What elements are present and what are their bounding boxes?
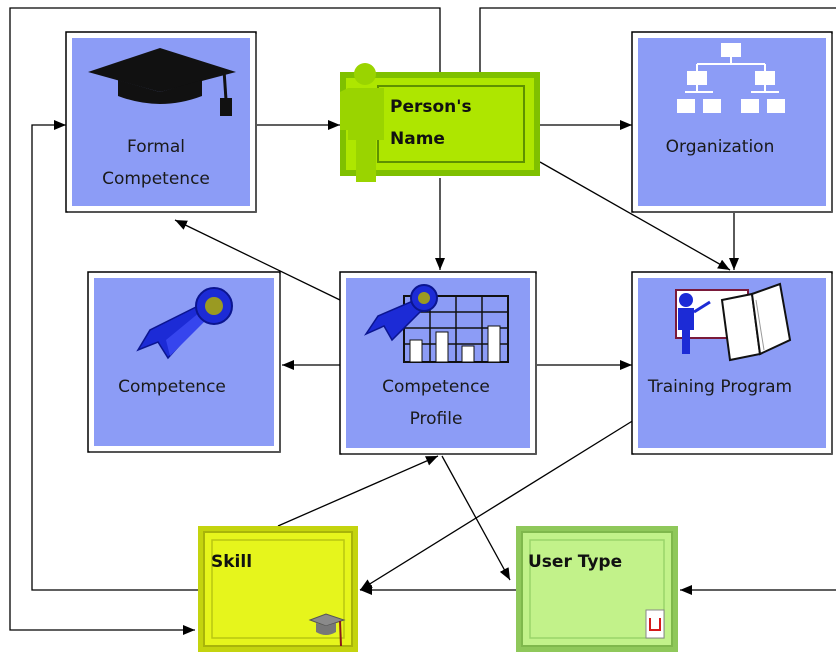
edge-training-to-skill <box>359 419 635 591</box>
organization-label: Organization <box>666 137 775 157</box>
node-organization[interactable]: Organization <box>631 31 833 213</box>
formal-competence-line1: Formal <box>127 137 185 157</box>
small-badge-icon <box>645 609 665 639</box>
person-silhouette-icon <box>340 63 384 182</box>
competence-label: Competence <box>118 377 226 397</box>
org-chart-icon <box>677 43 785 113</box>
node-user-type[interactable]: User Type <box>516 526 678 652</box>
training-program-label: Training Program <box>647 377 792 397</box>
edge-skill-to-formal-competence <box>31 120 198 591</box>
award-ribbon-icon <box>136 287 233 360</box>
edge-profile-to-formal <box>174 219 341 301</box>
connectors <box>9 7 836 635</box>
formal-competence-line2: Competence <box>102 169 210 189</box>
edge-skill-to-profile <box>277 455 439 527</box>
presenter-book-icon <box>675 282 792 362</box>
edge-person-to-skill-outer <box>9 7 441 635</box>
user-type-label: User Type <box>528 552 622 572</box>
graduation-cap-icon <box>88 48 236 116</box>
node-competence-profile[interactable]: Competence Profile <box>339 271 537 455</box>
competence-profile-line1: Competence <box>382 377 490 397</box>
node-skill[interactable]: Skill <box>198 526 358 652</box>
edge-person-to-training <box>539 161 731 271</box>
competence-profile-line2: Profile <box>410 409 463 429</box>
small-graduation-cap-icon <box>308 613 346 647</box>
persons-name-line2: Name <box>390 129 445 149</box>
node-competence[interactable]: Competence <box>87 271 281 453</box>
node-persons-name[interactable]: Person's Name <box>340 63 540 182</box>
ribbon-bar-chart-icon <box>363 284 509 363</box>
node-training-program[interactable]: Training Program <box>631 271 833 455</box>
skill-label: Skill <box>211 552 252 572</box>
node-formal-competence[interactable]: Formal Competence <box>65 31 257 213</box>
persons-name-line1: Person's <box>390 97 472 117</box>
edge-person-to-right-offscreen <box>479 7 836 72</box>
